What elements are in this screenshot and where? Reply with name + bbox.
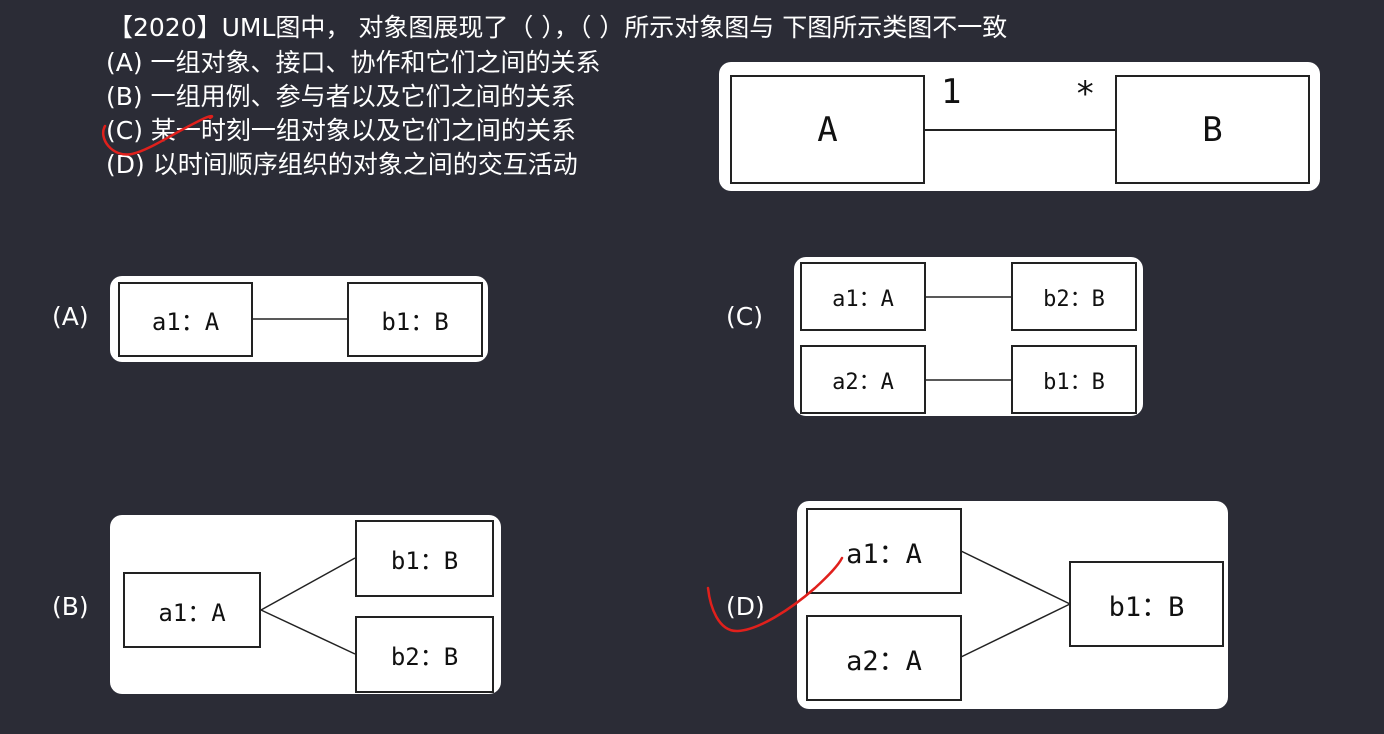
choice-c-label: (C) [726,302,763,331]
multiplicity-a: 1 [941,72,962,112]
choice-c-top-right-object: b2：B [1011,262,1137,331]
class-diagram-panel: A B 1 * [719,62,1320,191]
choice-d-diagram: a1：A a2：A b1：B [797,501,1228,709]
class-b-box: B [1115,75,1310,184]
choice-b-diagram: a1：A b1：B b2：B [110,515,501,694]
choice-c-bottom-right-object: b1：B [1011,345,1137,414]
option-a-text: (A) 一组对象、接口、协作和它们之间的关系 [106,48,601,77]
option-d-text: (D) 以时间顺序组织的对象之间的交互活动 [106,150,578,179]
multiplicity-b: * [1075,74,1096,114]
option-c-text: (C) 某一时刻一组对象以及它们之间的关系 [106,116,576,145]
choice-d-right-object: b1：B [1069,561,1224,647]
question-title: 【2020】UML图中， 对象图展现了（ ），（ ）所示对象图与 下图所示类图不… [108,13,1008,42]
choice-b-right-bottom-object: b2：B [355,616,494,693]
choice-a-diagram: a1：A b1：B [110,276,488,362]
choice-d-links [960,550,1071,658]
option-b-text: (B) 一组用例、参与者以及它们之间的关系 [106,82,576,111]
choice-b-label: (B) [52,592,89,621]
choice-a-label: (A) [52,302,89,331]
choice-a-right-object: b1：B [347,282,483,357]
choice-a-link [252,318,348,320]
choice-c-top-left-object: a1：A [800,262,926,331]
choice-d-left-top-object: a1：A [806,508,962,594]
choice-c-diagram: a1：A b2：B a2：A b1：B [794,257,1143,416]
choice-c-links [925,296,1012,381]
choice-a-left-object: a1：A [118,282,253,357]
class-association-line [924,129,1116,131]
choice-b-right-top-object: b1：B [355,520,494,597]
choice-d-label: (D) [726,592,765,621]
choice-d-left-bottom-object: a2：A [806,615,962,701]
choice-b-left-object: a1：A [123,572,261,648]
class-a-box: A [730,75,925,184]
question-options: (A) 一组对象、接口、协作和它们之间的关系 (B) 一组用例、参与者以及它们之… [106,46,601,182]
choice-b-links [260,557,356,655]
choice-c-bottom-left-object: a2：A [800,345,926,414]
